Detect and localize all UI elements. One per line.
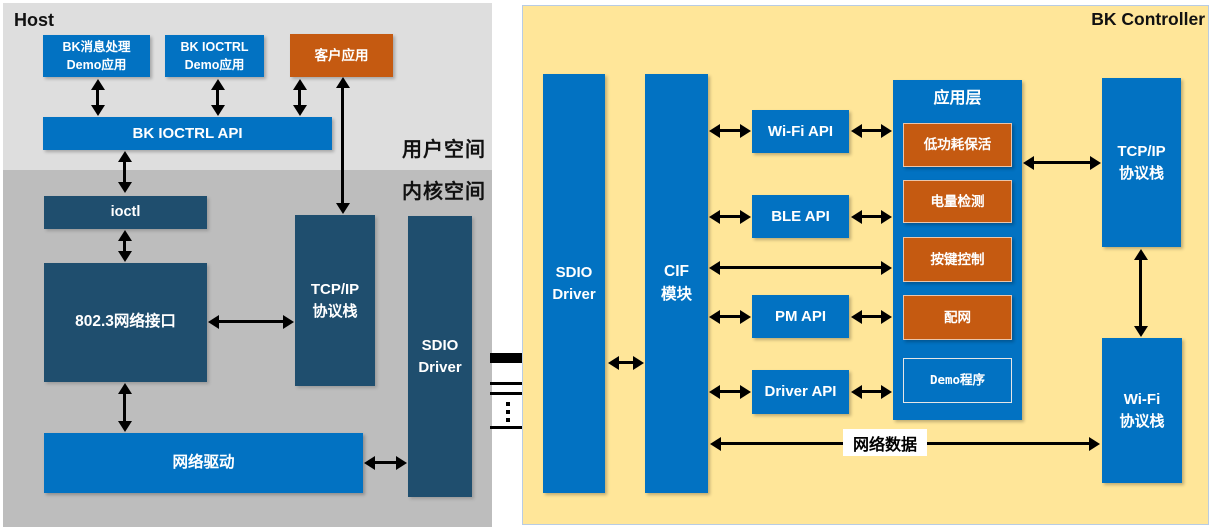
app-layer-container: 应用层 低功耗保活 电量检测 按键控制 配网 Demo程序: [893, 80, 1022, 420]
box-cif-module: CIF 模块: [645, 74, 708, 493]
controller-title: BK Controller: [1091, 9, 1205, 29]
arrow-wifiapi-applayer: [861, 129, 882, 132]
net-data-label: 网络数据: [843, 429, 927, 456]
box-ioctl: ioctl: [44, 196, 207, 229]
box-pm-api: PM API: [752, 295, 849, 338]
arrow-cif-wifiapi: [719, 129, 741, 132]
app-item-battery-detect: 电量检测: [903, 180, 1012, 223]
sdio-bus-line-3: [490, 426, 523, 429]
box-net-driver: 网络驱动: [44, 433, 363, 493]
app-layer-title: 应用层: [933, 90, 982, 107]
box-tcpip-stack-host: TCP/IP 协议栈: [295, 215, 375, 386]
sdio-bus-thick-line: [490, 353, 523, 363]
arrow-customer-tcpip: [341, 87, 344, 204]
arrow-customer-api: [298, 89, 301, 106]
arrow-eth-netdriver: [123, 393, 126, 422]
app-item-key-control: 按键控制: [903, 237, 1012, 282]
box-customer-app: 客户应用: [290, 34, 393, 77]
box-driver-api: Driver API: [752, 370, 849, 414]
arrow-applayer-tcpip: [1033, 161, 1091, 164]
arrow-cif-bleapi: [719, 215, 741, 218]
box-ble-api: BLE API: [752, 195, 849, 238]
arrow-api-ioctl: [123, 161, 126, 183]
arrow-sdio-cif: [618, 361, 634, 364]
box-bk-msg-demo: BK消息处理 Demo应用: [43, 35, 150, 77]
app-item-network-config: 配网: [903, 295, 1012, 340]
box-sdio-driver-ctrl: SDIO Driver: [543, 74, 605, 493]
arrow-ioctl-eth: [123, 240, 126, 252]
box-bk-ioctrl-demo: BK IOCTRL Demo应用: [165, 35, 264, 77]
host-title: Host: [14, 10, 54, 30]
arrow-ioctrldemo-api: [216, 89, 219, 106]
arrow-msgdemo-api: [96, 89, 99, 106]
arrow-eth-tcpip: [218, 320, 284, 323]
app-item-demo-program: Demo程序: [903, 358, 1012, 403]
box-tcpip-stack-ctrl: TCP/IP 协议栈: [1102, 78, 1181, 247]
box-sdio-driver-host: SDIO Driver: [408, 216, 472, 497]
sdio-bus-line-2: [490, 392, 523, 395]
arrow-cif-driverapi: [719, 390, 741, 393]
kernel-space-label: 内核空间: [402, 181, 486, 203]
user-space-label: 用户空间: [402, 139, 486, 161]
arrow-pmapi-applayer: [861, 315, 882, 318]
sdio-bus-line-1: [490, 382, 523, 385]
arrow-cif-applayer-direct: [719, 266, 882, 269]
box-eth-interface: 802.3网络接口: [44, 263, 207, 382]
arrow-bleapi-applayer: [861, 215, 882, 218]
box-wifi-stack: Wi-Fi 协议栈: [1102, 338, 1182, 483]
arrow-netdriver-sdio: [374, 461, 397, 464]
app-item-low-power-keepalive: 低功耗保活: [903, 123, 1012, 167]
box-wifi-api: Wi-Fi API: [752, 110, 849, 153]
arrow-tcpip-wifistack: [1139, 259, 1142, 327]
arrow-cif-pmapi: [719, 315, 741, 318]
box-bk-ioctrl-api: BK IOCTRL API: [43, 117, 332, 150]
arrow-driverapi-applayer: [861, 390, 882, 393]
sdio-bus-ellipsis: [506, 402, 510, 406]
